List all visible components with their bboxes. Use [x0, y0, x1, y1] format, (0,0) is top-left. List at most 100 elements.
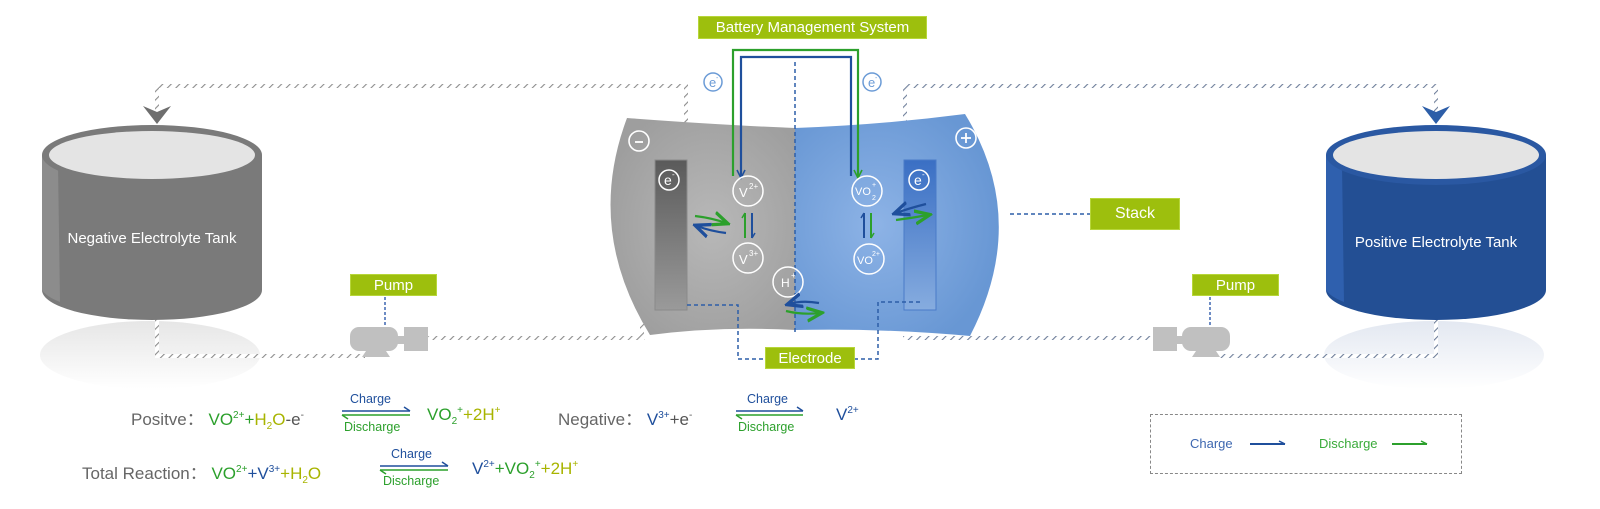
formula-token: +e	[669, 410, 689, 429]
formula-token: +	[247, 464, 258, 483]
electron-icon-right: e -	[862, 72, 882, 92]
total-discharge-label: Discharge	[383, 474, 440, 488]
total-equation-arrow	[379, 461, 449, 475]
positive-terminal-icon	[955, 127, 977, 149]
electrode-leader-right	[855, 301, 920, 360]
formula-token: 2+	[847, 405, 859, 416]
negative-equation-arrow	[735, 406, 804, 420]
total-charge-label: Charge	[391, 447, 432, 461]
bms-label: Battery Management System	[698, 16, 927, 39]
negative-inlet-arrow-icon	[143, 106, 171, 124]
negative-pipe-loop	[155, 84, 688, 358]
formula-token: +	[457, 405, 463, 416]
formula-token: +	[244, 410, 255, 429]
negative-tank-label: Negative Electrolyte Tank	[67, 230, 237, 247]
formula-token: +2H	[462, 405, 495, 424]
electron-icon-negative-electrode: e -	[658, 169, 680, 191]
formula-token: +	[534, 459, 541, 470]
svg-text:-: -	[672, 170, 675, 179]
right-pump-icon	[1153, 327, 1230, 357]
electrode-leader-left	[687, 304, 765, 360]
svg-text:V: V	[739, 185, 748, 200]
formula-token: O	[307, 464, 322, 483]
formula-token: 3+	[268, 464, 281, 475]
total-equation-products: V2++VO2++2H+	[472, 459, 578, 481]
negative-discharge-label: Discharge	[738, 420, 795, 434]
legend-charge-label: Charge	[1190, 436, 1233, 451]
ion-vo2plus-2: VO 2+	[853, 243, 885, 275]
svg-text:2+: 2+	[872, 251, 880, 258]
negative-equation-products: V2+	[836, 405, 859, 425]
negative-reaction-arrows	[741, 212, 756, 239]
formula-token: 3+	[658, 410, 670, 421]
legend-box	[1150, 414, 1462, 474]
svg-text:2+: 2+	[749, 182, 758, 191]
formula-token: 2	[302, 475, 308, 486]
negative-equation-left: V3++e-	[647, 410, 692, 429]
positive-tank-label: Positive Electrolyte Tank	[1354, 234, 1518, 251]
svg-text:-: -	[922, 170, 925, 179]
formula-token: +	[494, 405, 501, 416]
formula-token: 2	[451, 416, 458, 427]
negative-charge-label: Charge	[747, 392, 788, 406]
positive-equation: Positve： VO2++H2O-e-	[131, 405, 304, 432]
ion-vo2plus: VO 2 +	[851, 175, 883, 207]
formula-token: V	[646, 410, 659, 429]
svg-text:e: e	[664, 172, 672, 188]
formula-token: +	[572, 459, 579, 470]
legend-charge-arrow-icon	[1250, 440, 1286, 445]
stack-label: Stack	[1090, 198, 1180, 230]
svg-text:-: -	[716, 75, 719, 82]
positive-tank	[1326, 125, 1546, 320]
svg-text:e: e	[868, 75, 875, 90]
formula-token: H	[290, 464, 303, 483]
positive-equation-label: Positve：	[131, 410, 204, 429]
proton-transfer-arrows	[786, 302, 820, 314]
formula-token: +VO	[494, 459, 530, 478]
left-pump-icon	[350, 327, 428, 357]
positive-reaction-arrows	[860, 212, 875, 239]
negative-equation-label: Negative：	[558, 410, 643, 429]
formula-token: O	[272, 410, 286, 429]
positive-pipe-loop	[903, 84, 1438, 358]
formula-token: H	[254, 410, 267, 429]
svg-text:3+: 3+	[749, 249, 758, 258]
positive-electrode	[903, 159, 937, 311]
negative-tank-reflection	[40, 321, 260, 389]
formula-token: -	[300, 410, 304, 421]
formula-token: 2+	[483, 459, 495, 470]
positive-electron-transfer-arrows	[896, 204, 928, 220]
total-equation: Total Reaction： VO2++V3++H2O	[82, 459, 321, 486]
total-equation-left: VO2++V3++H2O	[211, 464, 322, 486]
ion-v3plus: V 3+	[732, 242, 764, 274]
positive-charge-label: Charge	[350, 392, 391, 406]
negative-electron-transfer-arrows	[695, 216, 726, 233]
positive-equation-arrow	[341, 406, 411, 420]
formula-token: V	[836, 405, 848, 424]
svg-text:VO: VO	[855, 186, 871, 198]
positive-half-cell	[795, 114, 999, 336]
total-equation-label: Total Reaction：	[82, 464, 207, 483]
formula-token: V	[472, 459, 484, 478]
electrode-label: Electrode	[765, 347, 855, 369]
bms-circuit	[731, 48, 863, 180]
electron-icon-left: e -	[703, 72, 723, 92]
formula-token: 2	[529, 470, 535, 481]
formula-token: -e	[285, 410, 301, 429]
positive-equation-products: VO2++2H+	[427, 405, 500, 427]
formula-token: VO	[211, 464, 237, 483]
formula-token: VO	[208, 410, 234, 429]
positive-equation-left: VO2++H2O-e-	[208, 410, 304, 432]
formula-token: V	[257, 464, 269, 483]
formula-token: VO	[427, 405, 452, 424]
formula-token: 2	[266, 421, 273, 432]
formula-token: +	[280, 464, 291, 483]
negative-terminal-icon	[628, 130, 650, 152]
svg-text:2: 2	[872, 195, 876, 202]
formula-token: 2+	[236, 464, 248, 475]
svg-text:VO: VO	[857, 255, 873, 267]
formula-token: 2+	[233, 410, 245, 421]
svg-text:H: H	[781, 276, 790, 290]
